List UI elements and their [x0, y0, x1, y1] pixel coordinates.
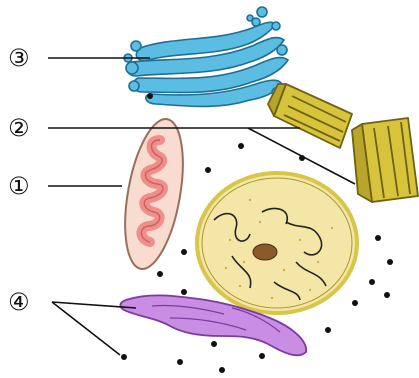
golgi-apparatus-icon: [124, 7, 288, 107]
mitochondrion-icon: [115, 115, 193, 274]
leader-line-er-lower: [52, 302, 120, 355]
label-er: ④: [8, 288, 30, 316]
nucleus-icon: [197, 173, 357, 313]
label-mitochondrion: ①: [8, 172, 30, 200]
label-golgi: ③: [8, 44, 30, 72]
label-centrosome: ②: [8, 114, 30, 142]
